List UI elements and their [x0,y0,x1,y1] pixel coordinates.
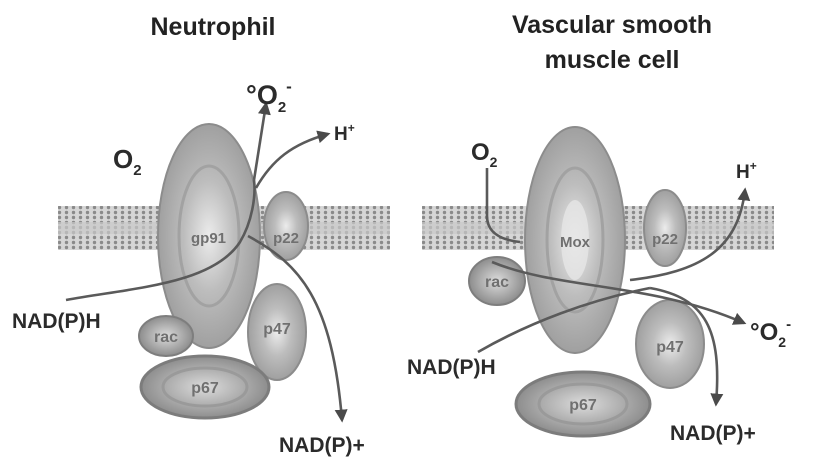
arrow-proton-release [256,134,328,188]
vsmc-oxygen-label: O2 [471,139,498,170]
arrow-superoxide-release [254,104,266,180]
vsmc-p47-label: p47 [656,339,684,356]
vsmc-nadp-label: NAD(P)+ [670,422,756,445]
neutrophil-title: Neutrophil [151,13,276,41]
vsmc-proton-label: H+ [736,159,757,183]
vsmc-nadph-label: NAD(P)H [407,356,496,379]
superoxide-label: °O2- [246,77,292,116]
nadph-label: NAD(P)H [12,310,101,333]
vsmc-title-line1: Vascular smooth [512,11,712,39]
neutrophil-panel: O2 °O2- H+ gp91 p22 NAD(P)H rac p47 p67 … [12,77,390,457]
vsmc-p22-label: p22 [652,231,678,248]
oxygen-label: O2 [113,144,142,179]
vsmc-superoxide-label: °O2- [750,316,791,350]
proton-label: H+ [334,121,355,145]
p22-label: p22 [273,230,299,247]
gp91-label: gp91 [191,230,226,247]
vsmc-p67-label: p67 [569,397,597,414]
nadp-label: NAD(P)+ [279,434,365,457]
rac-label: rac [154,329,178,346]
vsmc-title-line2: muscle cell [545,46,680,74]
vsmc-panel: O2 H+ Mox p22 rac °O2- NAD(P)H p47 p67 N… [407,127,791,445]
p47-label: p47 [263,321,291,338]
vsmc-rac-label: rac [485,274,509,291]
mox-label: Mox [560,234,591,251]
vsmc-p22-subunit [644,190,686,266]
p67-label: p67 [191,380,219,397]
